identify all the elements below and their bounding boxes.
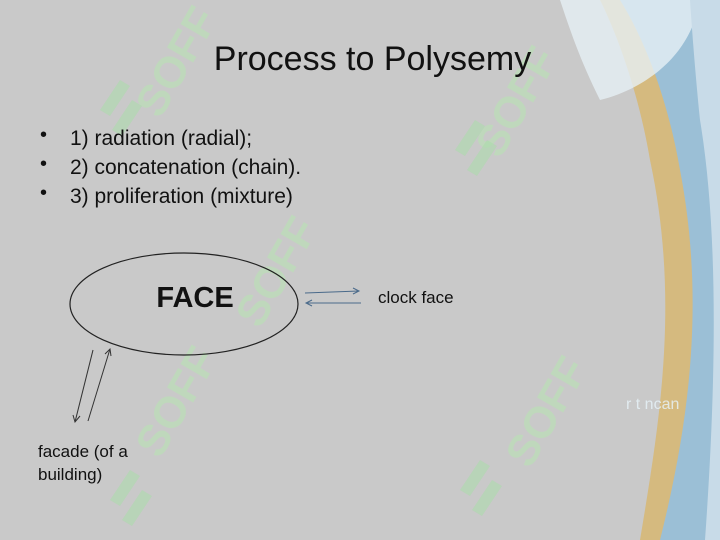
clock-face-label: clock face	[378, 288, 454, 307]
facade-label: facade (of a building)	[38, 442, 128, 484]
swoosh-blue	[620, 0, 720, 540]
slide-title: Process to Polysemy	[213, 40, 532, 78]
face-ellipse	[69, 252, 299, 356]
bullet-marker: •	[40, 124, 48, 146]
watermark-logo	[100, 80, 502, 526]
swoosh-light	[560, 0, 700, 100]
face-node-label: FACE	[156, 282, 234, 314]
bullet-marker: •	[40, 153, 48, 175]
face-to-facade-arrows	[72, 347, 112, 424]
bullet-text: 2) concatenation (chain).	[70, 156, 302, 179]
face-to-clock-arrows	[304, 287, 361, 307]
bullet-text: 1) radiation (radial);	[70, 127, 253, 150]
bullet-text: 3) proliferation (mixture)	[70, 185, 293, 208]
bullet-marker: •	[40, 182, 48, 204]
swoosh-light-edge	[690, 0, 720, 540]
faint-background-text: r t ncan	[626, 396, 680, 413]
